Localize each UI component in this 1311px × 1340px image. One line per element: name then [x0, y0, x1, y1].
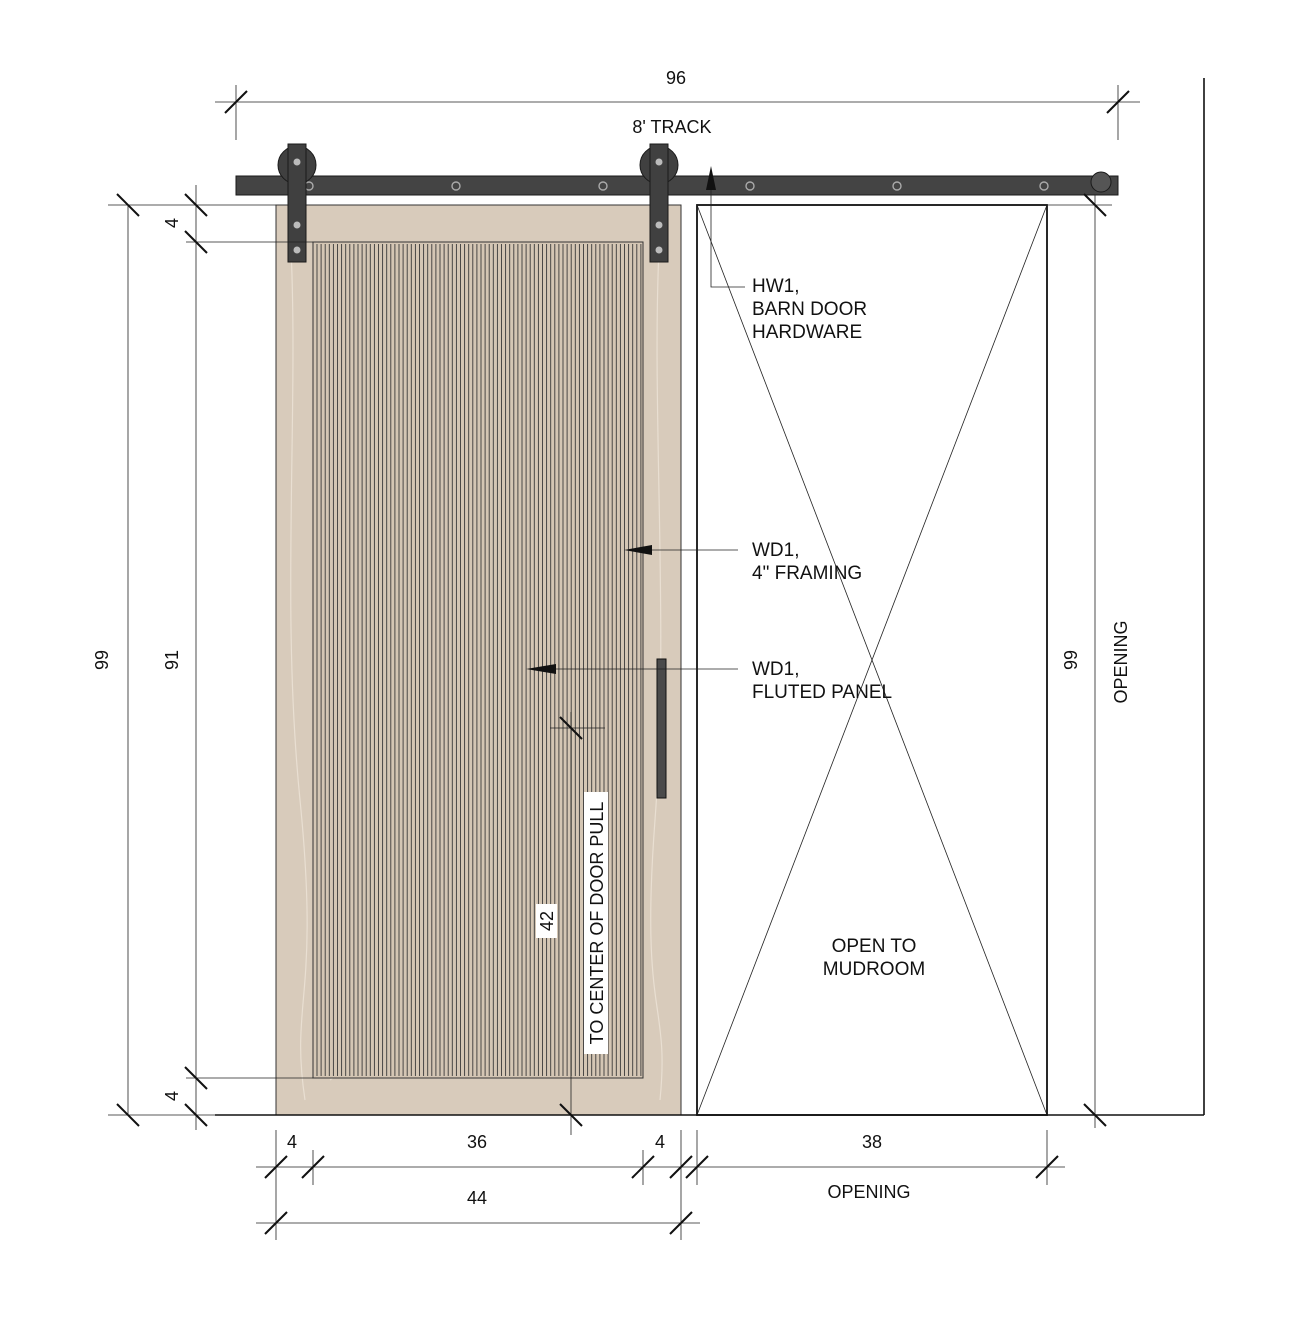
leader-arrow-left — [624, 545, 652, 555]
dim-42: 42 — [537, 911, 557, 931]
dim-99-right: 99 — [1061, 650, 1081, 670]
opening-width-label: OPENING — [827, 1182, 910, 1202]
note-panel-line2: FLUTED PANEL — [752, 682, 892, 703]
opening-height-label: OPENING — [1111, 620, 1131, 703]
note-open-line1: OPEN TO — [832, 936, 917, 957]
dim-38: 38 — [862, 1132, 882, 1152]
leader-arrow-left — [526, 664, 556, 674]
leader-arrow-up — [706, 166, 716, 190]
track-label: 8' TRACK — [632, 117, 711, 137]
note-framing-line2: 4" FRAMING — [752, 563, 862, 584]
note-hardware: HW1, BARN DOOR HARDWARE — [706, 166, 867, 343]
note-framing: WD1, 4" FRAMING — [624, 540, 862, 584]
dim-44: 44 — [467, 1188, 487, 1208]
note-open-line2: MUDROOM — [823, 959, 925, 980]
roller-hanger-right — [639, 143, 679, 263]
track-rail — [235, 175, 1119, 196]
dimension-bottom-row-1: 4 36 4 38 OPENING — [256, 1130, 1065, 1240]
dim-4-left-frame: 4 — [287, 1132, 297, 1152]
note-hw-line2: BARN DOOR — [752, 299, 867, 320]
dimension-overall-width: 96 — [215, 68, 1140, 140]
dimension-panel-height: 91 4 4 — [162, 185, 313, 1130]
dim-96: 96 — [666, 68, 686, 88]
note-open-to: OPEN TO MUDROOM — [823, 936, 925, 980]
note-framing-line1: WD1, — [752, 540, 800, 561]
note-panel-line1: WD1, — [752, 659, 800, 680]
dimension-opening-height: 99 OPENING — [1047, 193, 1131, 1128]
dim-91: 91 — [162, 650, 182, 670]
note-hw-line1: HW1, — [752, 276, 800, 297]
dimension-pull-height: 42 TO CENTER OF DOOR PULL — [536, 712, 608, 1135]
roller-hanger-left — [277, 143, 317, 263]
door-pull — [656, 658, 667, 799]
dimension-door-width: 44 — [256, 1188, 700, 1235]
barn-door-hardware — [235, 143, 1119, 263]
barn-door — [275, 204, 682, 1116]
note-panel: WD1, FLUTED PANEL — [526, 659, 892, 703]
dim-36: 36 — [467, 1132, 487, 1152]
track-end-stop — [1090, 171, 1112, 193]
pull-height-label: TO CENTER OF DOOR PULL — [587, 802, 607, 1045]
dim-4-right-frame: 4 — [655, 1132, 665, 1152]
dimension-door-height-outer: 99 — [92, 193, 276, 1127]
note-hw-line3: HARDWARE — [752, 322, 862, 343]
opening-cross-line-b — [696, 204, 1048, 1116]
dim-4-bottom: 4 — [162, 1091, 182, 1101]
dim-4-top: 4 — [162, 218, 182, 228]
dim-99-left: 99 — [92, 650, 112, 670]
